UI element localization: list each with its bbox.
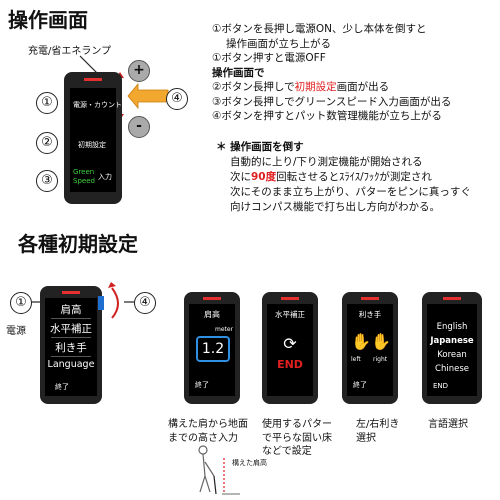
- caption-level: 使用するパター で平らな固い床 などで設定: [262, 419, 332, 457]
- side-arrow-icon: [127, 82, 169, 110]
- marker-3: ③: [36, 170, 58, 192]
- tilt-line-1: 自動的に上り/下り測定機能が開始される: [230, 156, 423, 168]
- menu-item-hand[interactable]: 利き手: [55, 342, 87, 354]
- side-button-icon[interactable]: [98, 296, 104, 310]
- level-title: 水平補正: [275, 310, 305, 319]
- tilt-line-3: 次にそのまま立ち上がり、パターをピンに真っすぐ: [230, 186, 471, 198]
- device-hand: 利き手 ✋ ✋ left right 終了: [342, 292, 398, 404]
- left-label: left: [351, 356, 361, 363]
- note-line-1: ①ボタンを長押し電源ON、少し本体を倒すと: [212, 23, 427, 35]
- reset-icon[interactable]: ⟳: [283, 334, 297, 353]
- hand-end[interactable]: 終了: [353, 381, 367, 389]
- shoulder-end[interactable]: 終了: [195, 381, 209, 389]
- power-label: 電源: [6, 326, 26, 337]
- bottom-title: 各種初期設定: [18, 232, 138, 256]
- input-label[interactable]: 入力: [98, 173, 112, 181]
- menu-item-level[interactable]: 水平補正: [50, 323, 92, 335]
- green-speed-label-1[interactable]: Green: [73, 168, 95, 176]
- note-line-7: ④ボタンを押すとパット数管理機能が立ち上がる: [212, 110, 442, 122]
- caption-language: 言語選択: [428, 419, 468, 430]
- marker-2: ②: [36, 132, 58, 154]
- left-hand-icon[interactable]: ✋: [351, 332, 371, 351]
- led-label: 充電/省エネランプ: [28, 46, 112, 57]
- led-indicator: [84, 78, 102, 81]
- note-heading: 操作画面で: [212, 66, 265, 79]
- lang-chinese[interactable]: Chinese: [435, 364, 469, 374]
- device-language: English Japanese Korean Chinese END: [422, 292, 482, 404]
- device-top-screen: 電源・カウント 初期設定 Green Speed 入力: [70, 88, 122, 192]
- caption-shoulder: 構えた肩から地面 までの高さ入力: [168, 419, 248, 444]
- shoulder-value-box[interactable]: 1.2: [196, 336, 230, 362]
- figure-label: 構えた肩高: [232, 459, 267, 467]
- device-level: 水平補正 ⟳ END: [262, 292, 318, 404]
- note-line-6: ③ボタン長押しでグリーンスピード入力画面が出る: [212, 95, 452, 108]
- caption-hand: 左/右利き 選択: [356, 419, 400, 444]
- marker-4: ④: [166, 88, 188, 110]
- note-line-5: ②ボタン長押しで初期設定画面が出る: [212, 81, 390, 93]
- bottom-marker-1: ①: [10, 292, 32, 314]
- right-label: right: [373, 356, 388, 363]
- menu-item-language[interactable]: Language: [47, 359, 95, 370]
- tilt-line-2: 次に90度回転させるとｽﾗｲｽ/ﾌｯｸが測定され: [230, 171, 432, 183]
- device-top: 電源・カウント 初期設定 Green Speed 入力: [64, 72, 122, 204]
- initial-settings-label[interactable]: 初期設定: [78, 141, 106, 149]
- settings-screen: 肩高 水平補正 利き手 Language 終了: [45, 298, 97, 396]
- minus-button[interactable]: -: [128, 116, 150, 138]
- lang-end[interactable]: END: [433, 382, 449, 390]
- instructions: ①ボタンを長押し電源ON、少し本体を倒すと 操作画面が立ち上がる ①ボタン押すと…: [212, 22, 451, 124]
- bottom-rotate-arrow-icon: [111, 287, 119, 319]
- plus-button[interactable]: +: [128, 60, 150, 82]
- golfer-figure-icon: [198, 445, 240, 495]
- shoulder-unit: meter: [215, 326, 234, 333]
- hand-title: 利き手: [358, 310, 382, 319]
- lang-english[interactable]: English: [436, 322, 468, 332]
- tilt-line-4: 向けコンパス機能で打ち出し方向がわかる。: [230, 201, 440, 213]
- device-settings: 肩高 水平補正 利き手 Language 終了: [40, 286, 104, 404]
- menu-end[interactable]: 終了: [55, 383, 69, 391]
- green-speed-label-2[interactable]: Speed: [73, 177, 95, 185]
- note-line-3: ①ボタン押すと電源OFF: [212, 52, 326, 64]
- lang-korean[interactable]: Korean: [437, 350, 467, 360]
- marker-1: ①: [36, 92, 58, 114]
- tilt-notes: ＊ 操作画面を倒す 自動的に上り/下り測定機能が開始される 次に90度回転させる…: [216, 140, 471, 215]
- level-end[interactable]: END: [277, 358, 303, 371]
- shoulder-title: 肩高: [204, 310, 220, 319]
- led-pointer-line: [79, 55, 99, 75]
- bottom-marker-4: ④: [134, 292, 156, 314]
- tilt-heading: ＊ 操作画面を倒す: [216, 141, 304, 153]
- menu-item-shoulder[interactable]: 肩高: [60, 304, 82, 316]
- power-count-label[interactable]: 電源・カウント: [73, 101, 122, 109]
- lang-japanese[interactable]: Japanese: [430, 336, 474, 346]
- device-shoulder: 肩高 meter 1.2 終了: [184, 292, 240, 404]
- top-title: 操作画面: [8, 8, 88, 32]
- right-hand-icon[interactable]: ✋: [371, 332, 391, 351]
- note-line-2: 操作画面が立ち上がる: [226, 37, 331, 50]
